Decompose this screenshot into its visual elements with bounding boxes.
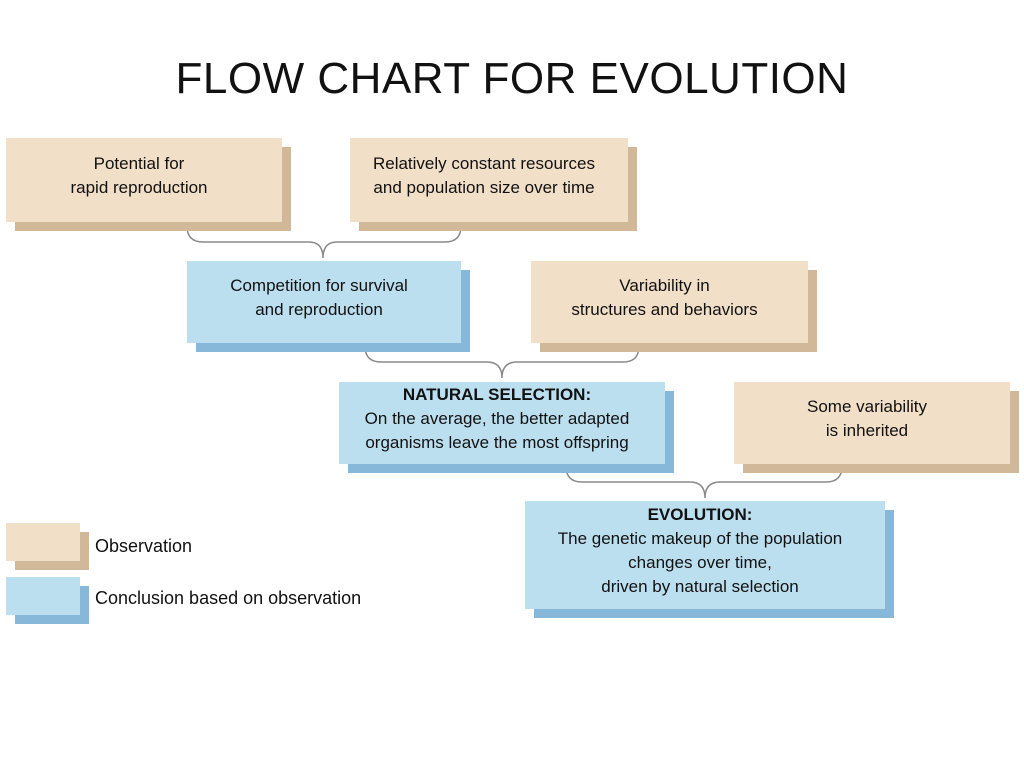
box-text-line: The genetic makeup of the population [557,529,843,548]
box-text-line: rapid reproduction [70,178,208,197]
box-text-line: Relatively constant resources [372,154,596,173]
legend-observation-label: Observation [95,536,193,556]
legend-observation-swatch [6,523,80,561]
box-text-line: Some variability [807,397,927,416]
legend-conclusion-label: Conclusion based on observation [95,588,362,608]
box-natural-selection: NATURAL SELECTION: On the average, the b… [339,382,665,464]
legend-conclusion-swatch [6,577,80,615]
box-constant-resources: Relatively constant resources and popula… [350,138,628,222]
box-text-line: Competition for survival [230,276,408,295]
brace-to-evolution [565,465,843,499]
box-heading: EVOLUTION: [647,505,753,524]
box-text-line: organisms leave the most offspring [365,433,629,452]
box-text-line: On the average, the better adapted [364,409,630,428]
brace-to-competition [186,225,462,259]
box-text-line: and reproduction [255,300,383,319]
box-potential-reproduction: Potential for rapid reproduction [6,138,282,222]
box-text-line: and population size over time [373,178,595,197]
box-competition: Competition for survival and reproductio… [187,261,461,343]
box-text-line: Potential for [93,154,185,173]
box-text-line: is inherited [825,421,909,440]
brace-to-natural-selection [364,345,640,379]
box-variability: Variability in structures and behaviors [531,261,808,343]
page-title: FLOW CHART FOR EVOLUTION [175,54,849,103]
box-text-line: structures and behaviors [571,300,758,319]
box-text-line: driven by natural selection [601,577,799,596]
box-text-line: changes over time, [628,553,772,572]
box-evolution: EVOLUTION: The genetic makeup of the pop… [525,501,885,609]
box-heading: NATURAL SELECTION: [402,385,592,404]
box-variability-inherited: Some variability is inherited [734,382,1010,464]
box-text-line: Variability in [619,276,710,295]
